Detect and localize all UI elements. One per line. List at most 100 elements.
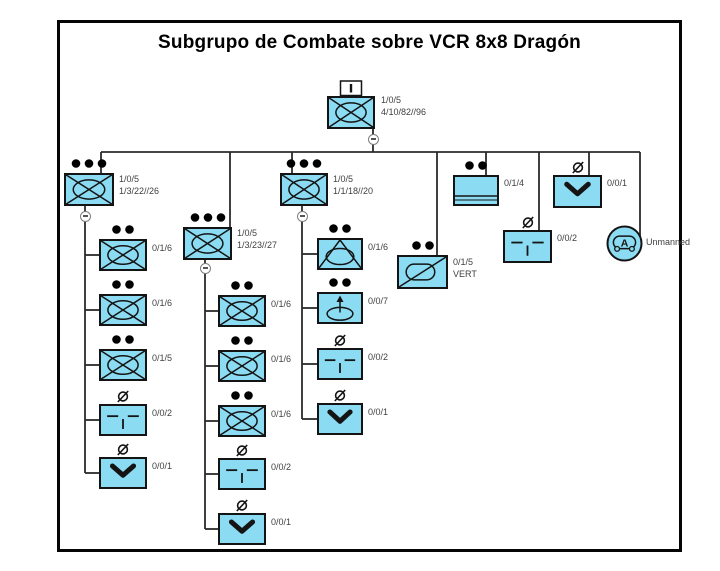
unit-strength-label: Unmanned xyxy=(646,237,690,249)
node-company-hq[interactable] xyxy=(327,80,375,129)
label-line: 0/1/5 xyxy=(152,353,173,363)
node-platoon-3[interactable] xyxy=(280,157,328,206)
collapse-toggle[interactable] xyxy=(79,210,91,222)
echelon-2-dots-icon xyxy=(411,241,434,250)
label-line: 0/1/4 xyxy=(504,178,525,188)
unit-strength-label: 0/1/4 xyxy=(504,178,524,190)
mech-infantry-icon xyxy=(218,350,266,387)
node-p1-squad-3[interactable] xyxy=(99,333,147,381)
node-p3-weapons-team[interactable] xyxy=(317,332,363,380)
label-line: 0/1/6 xyxy=(271,409,292,419)
echelon-2-dots-icon xyxy=(231,281,253,290)
label-line: VERT xyxy=(453,268,477,279)
node-p2-weapons-team[interactable] xyxy=(218,442,266,490)
label-line: 0/1/6 xyxy=(152,298,173,308)
label-line: 1/0/5 xyxy=(381,95,402,105)
unit-strength-label: 0/0/1 xyxy=(271,517,291,529)
node-recon-vert[interactable] xyxy=(397,239,448,289)
section-bar-icon xyxy=(453,175,499,211)
node-p3-mortar-squad[interactable] xyxy=(317,276,363,324)
chart-title: Subgrupo de Combate sobre VCR 8x8 Dragón xyxy=(158,32,581,53)
node-p1-weapons-team[interactable] xyxy=(99,388,147,436)
echelon-taskforce-icon xyxy=(339,80,363,97)
node-weapons-team-right[interactable] xyxy=(503,214,552,263)
echelon-crew-icon xyxy=(117,443,129,456)
label-line: 1/1/18//20 xyxy=(333,185,374,196)
node-services-section[interactable] xyxy=(453,159,499,206)
echelon-crew-icon xyxy=(334,389,346,402)
echelon-crew-icon xyxy=(236,499,248,512)
chevron-icon xyxy=(317,403,363,440)
label-line: 0/0/2 xyxy=(271,462,292,472)
node-p2-squad-1[interactable] xyxy=(218,279,266,327)
recon-armor-icon xyxy=(397,255,448,294)
echelon-2-dots-icon xyxy=(231,391,253,400)
echelon-2-dots-icon xyxy=(231,336,253,345)
label-line: 0/1/6 xyxy=(271,354,292,364)
node-p2-chevron-team[interactable] xyxy=(218,497,266,545)
echelon-2-dots-icon xyxy=(329,278,351,287)
unit-strength-label: 0/1/6 xyxy=(271,409,291,421)
node-platoon-2[interactable] xyxy=(183,211,232,260)
unit-strength-label: 0/1/6 xyxy=(152,243,172,255)
label-line: 0/0/7 xyxy=(368,296,389,306)
label-line: 0/0/1 xyxy=(271,517,292,527)
collapse-toggle[interactable] xyxy=(296,210,308,222)
node-p3-antitank-squad[interactable] xyxy=(317,222,363,270)
echelon-crew-icon xyxy=(117,390,129,403)
unit-strength-label: 0/1/6 xyxy=(152,298,172,310)
unit-strength-label: 0/0/2 xyxy=(557,233,577,245)
antitank-armor-icon xyxy=(317,238,363,275)
unit-strength-label: 0/0/2 xyxy=(271,462,291,474)
collapse-toggle[interactable] xyxy=(367,133,379,145)
mortar-carrier-icon xyxy=(317,292,363,329)
node-p1-squad-2[interactable] xyxy=(99,278,147,326)
label-line: 0/1/5 xyxy=(453,257,474,267)
echelon-2-dots-icon xyxy=(329,224,351,233)
mech-infantry-icon xyxy=(64,173,114,211)
label-line: Unmanned xyxy=(646,237,691,247)
mech-infantry-icon xyxy=(99,349,147,386)
ugv-icon: A xyxy=(606,225,643,267)
collapse-toggle[interactable] xyxy=(199,262,211,274)
echelon-crew-icon xyxy=(334,334,346,347)
label-line: 0/1/6 xyxy=(271,299,292,309)
chevron-icon xyxy=(553,175,602,213)
label-line: 0/0/2 xyxy=(152,408,173,418)
node-platoon-1[interactable] xyxy=(64,157,114,206)
echelon-3-dots-icon xyxy=(286,159,322,168)
weapons-team-icon xyxy=(317,348,363,385)
node-p1-chevron-team[interactable] xyxy=(99,441,147,489)
mech-infantry-icon xyxy=(99,239,147,276)
node-p1-squad-1[interactable] xyxy=(99,223,147,271)
minus-icon xyxy=(370,138,376,140)
echelon-crew-icon xyxy=(571,161,584,174)
node-p3-chevron-team[interactable] xyxy=(317,387,363,435)
weapons-team-icon xyxy=(218,458,266,495)
echelon-3-dots-icon xyxy=(190,213,225,222)
node-ugv[interactable]: A xyxy=(606,225,643,262)
label-line: 1/0/5 xyxy=(237,228,258,238)
unit-strength-label: 0/0/2 xyxy=(368,352,388,364)
label-line: 0/0/1 xyxy=(368,407,389,417)
label-line: 0/0/2 xyxy=(557,233,578,243)
node-team-chevron-right[interactable] xyxy=(553,159,602,208)
unit-strength-label: 0/0/1 xyxy=(152,461,172,473)
node-p2-squad-3[interactable] xyxy=(218,389,266,437)
mech-infantry-icon xyxy=(280,173,328,211)
node-p2-squad-2[interactable] xyxy=(218,334,266,382)
mech-infantry-icon xyxy=(218,405,266,442)
minus-icon xyxy=(299,215,305,217)
label-line: 1/3/22//26 xyxy=(119,185,160,196)
weapons-team-icon xyxy=(99,404,147,441)
ugv-letter: A xyxy=(621,237,629,249)
echelon-3-dots-icon xyxy=(71,159,107,168)
unit-strength-label: 0/0/1 xyxy=(607,178,627,190)
echelon-crew-icon xyxy=(521,216,534,229)
